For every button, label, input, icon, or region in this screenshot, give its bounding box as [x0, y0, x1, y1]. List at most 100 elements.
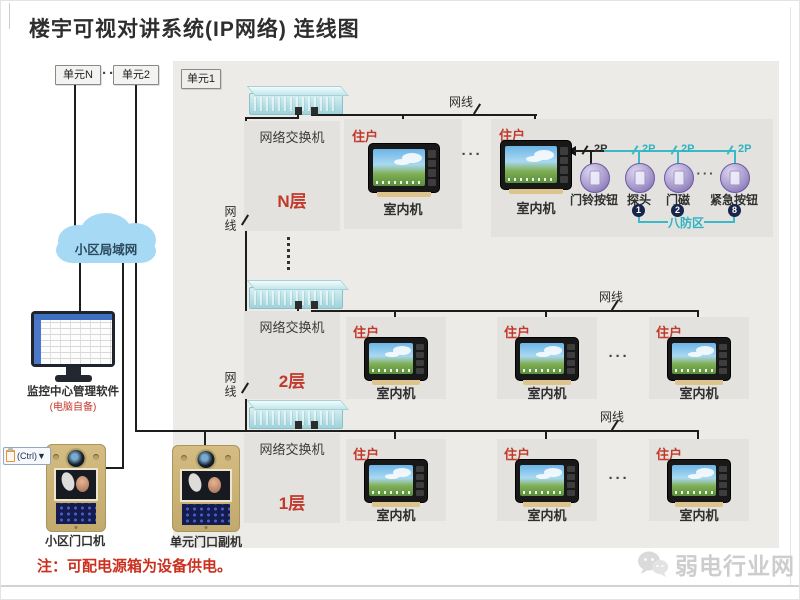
wire-cloud-monitor: [79, 259, 81, 313]
cable-label-trunk-a: 网线: [223, 205, 237, 233]
indoor-unit: [501, 141, 571, 194]
indoor-unit-base: [372, 380, 420, 385]
bus-floor-n: [311, 114, 537, 116]
indoor-unit-buttons: [416, 344, 424, 374]
probe-wire-label: 2P: [642, 143, 656, 155]
indoor-unit-base: [377, 192, 431, 197]
monitor-stand: [66, 367, 81, 375]
cable-label-1: 网线: [600, 410, 625, 424]
indoor-unit-label: 室内机: [383, 202, 423, 217]
zone-bracket: [638, 221, 668, 223]
wire-cloud-doorstation: [122, 257, 124, 469]
door-station-screen: [180, 469, 232, 502]
switch-label-n: 网络交换机: [259, 130, 325, 145]
cable-label-2: 网线: [599, 290, 624, 304]
bus-floor-1: [135, 430, 699, 432]
indoor-unit-screen: [672, 465, 716, 496]
paste-options-button[interactable]: (Ctrl)▼: [3, 447, 51, 465]
watermark-text: 弱电行业网: [675, 553, 795, 579]
border-artifact: [9, 3, 10, 29]
community-door-station: [46, 444, 106, 532]
cable-label-n: 网线: [449, 95, 474, 109]
monitor-grid: [41, 320, 112, 364]
switch-port: [311, 107, 318, 115]
monitor-base: [55, 375, 92, 382]
indoor-unit-buttons: [416, 466, 424, 496]
monitor: [31, 311, 115, 367]
wire-unitN-cloud: [74, 85, 76, 231]
page-title: 楼宇可视对讲系统(IP网络) 连线图: [29, 18, 360, 41]
indoor-unit-buttons: [719, 466, 727, 496]
doorbell-label: 门铃按钮: [569, 193, 619, 207]
lan-cloud: 小区局域网: [56, 213, 156, 269]
emergency-label: 紧急按钮: [709, 193, 759, 207]
sensor-line-black: [574, 150, 604, 152]
lan-cloud-label: 小区局域网: [74, 243, 138, 257]
door-magnet-icon: [664, 163, 694, 193]
zone-bracket: [704, 221, 735, 223]
sensor-bus-cyan: [604, 150, 736, 152]
paste-options-label: (Ctrl)▼: [17, 451, 46, 461]
doorbell-drop: [590, 151, 592, 164]
wire-unit2-cloud: [135, 85, 137, 225]
indoor-unit: [365, 460, 427, 507]
unit-2-box: 单元2: [113, 65, 159, 85]
switch-port: [295, 107, 302, 115]
indoor-unit-label: 室内机: [679, 508, 719, 523]
resident-label: 住户: [504, 447, 531, 462]
resident-label: 住户: [656, 325, 683, 340]
wire-cloud-switch1-uplink: [135, 257, 137, 432]
monitor-titlebar: [34, 314, 112, 320]
vertical-dots: [287, 237, 290, 270]
floor-2-box: [244, 311, 340, 399]
doorbell-wire-label: 2P: [594, 143, 608, 155]
arrow-into-indoor-unit: [567, 146, 576, 156]
cable-label-trunk-b: 网线: [223, 371, 237, 399]
floor-1-box: [244, 433, 340, 523]
zone-bracket: [638, 215, 640, 223]
monitor-note: (电脑自备): [49, 402, 97, 413]
indoor-unit-base: [675, 380, 723, 385]
unit-door-substation: [172, 445, 240, 532]
indoor-unit-base: [523, 380, 571, 385]
magnet-wire-label: 2P: [681, 143, 695, 155]
keypad: [56, 503, 96, 524]
chat-bubbles-icon: [638, 551, 668, 577]
keypad: [182, 504, 230, 525]
indoor-unit-label: 室内机: [376, 508, 416, 523]
indoor-unit-screen: [369, 343, 413, 374]
network-switch-n: [249, 93, 343, 115]
indoor-unit-buttons: [567, 344, 575, 374]
row-n-dots: ···: [461, 146, 483, 163]
resident-label: 住户: [499, 128, 526, 143]
bottom-rule: [1, 585, 799, 587]
right-edge-line: [790, 7, 791, 585]
community-door-station-label: 小区门口机: [44, 534, 106, 548]
resident-label: 住户: [353, 447, 380, 462]
bus-floor-2: [311, 310, 699, 312]
floor-n-label: N层: [277, 192, 307, 211]
resident-label: 住户: [352, 129, 379, 144]
wire-trunk-riser: [245, 118, 247, 432]
drop-substation: [204, 430, 206, 448]
floor-n-box: [244, 121, 340, 231]
indoor-unit-label: 室内机: [376, 386, 416, 401]
indoor-unit-label: 室内机: [679, 386, 719, 401]
probe-riser: [638, 151, 640, 164]
indoor-unit-base: [523, 502, 571, 507]
unit-door-substation-label: 单元门口副机: [169, 535, 243, 549]
unit-n-box: 单元N: [55, 65, 101, 85]
monitor-label: 监控中心管理软件: [27, 386, 119, 398]
indoor-unit-screen: [373, 149, 425, 186]
wire-doorstation-bend: [102, 467, 124, 469]
resident-label: 住户: [353, 325, 380, 340]
monitor-sidebar: [34, 320, 41, 364]
clipboard-icon: [6, 448, 15, 462]
zone-number-badge: 8: [728, 204, 741, 217]
indoor-unit-buttons: [567, 466, 575, 496]
monitor-screen: [34, 314, 112, 364]
door-station-screen: [54, 468, 98, 501]
floor-1-label: 1层: [278, 494, 306, 513]
switch-label-1: 网络交换机: [259, 442, 325, 457]
